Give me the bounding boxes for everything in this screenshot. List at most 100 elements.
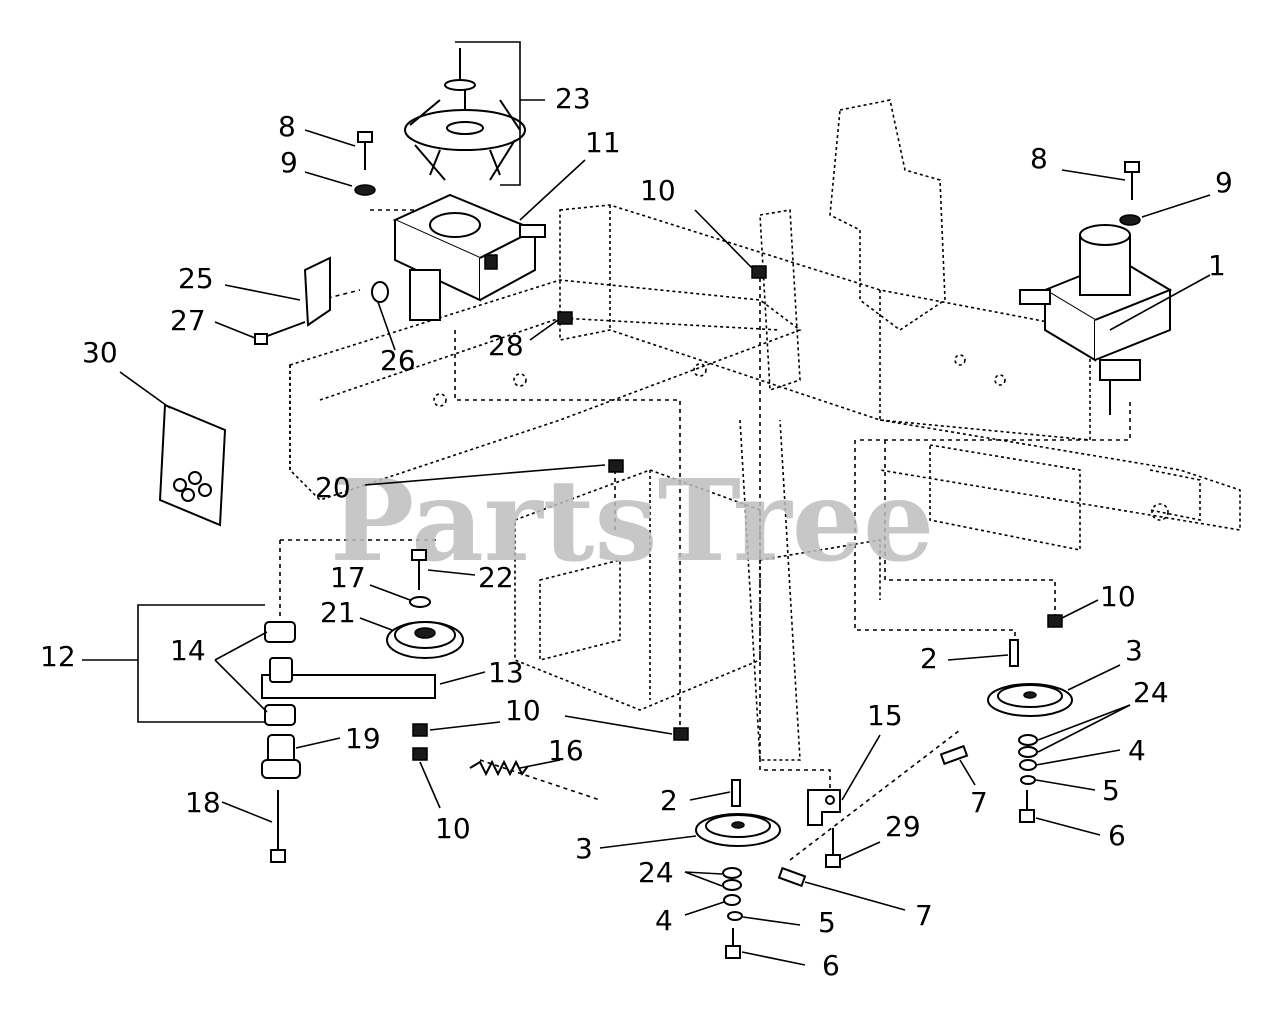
nut-10-right [1047, 614, 1063, 628]
leader-3a [599, 835, 697, 849]
leader-20 [364, 464, 606, 486]
leader-5b [1035, 779, 1096, 791]
washer-17 [409, 596, 431, 608]
callout-17: 17 [330, 561, 366, 594]
callout-11: 11 [585, 126, 621, 159]
leader-8a [304, 129, 356, 147]
washer-5-right [1020, 775, 1036, 785]
washers-24-right [1018, 734, 1038, 758]
pulley-3-center [695, 813, 781, 847]
callout-10-top: 10 [640, 174, 676, 207]
assembly-lines [279, 209, 1131, 861]
nut-10-top [751, 265, 767, 279]
callout-18: 18 [185, 786, 221, 819]
callout-3-center: 3 [575, 832, 593, 865]
washer-4-center [723, 894, 741, 906]
bolt-27 [254, 321, 306, 345]
bolt-6-center [725, 928, 741, 959]
leader-1 [1109, 274, 1211, 331]
leader-25 [224, 284, 301, 301]
key-2-right [1009, 639, 1019, 667]
right-transmission-part [1019, 224, 1173, 415]
leader-13 [439, 671, 486, 685]
callout-27: 27 [170, 304, 206, 337]
callout-25: 25 [178, 262, 214, 295]
key-2-center [731, 779, 741, 807]
leader-5a [742, 916, 801, 926]
decal-30 [158, 403, 227, 527]
leader-10e [1061, 599, 1099, 619]
callout-5-right: 5 [1102, 774, 1120, 807]
callout-30: 30 [82, 336, 118, 369]
callout-8-right: 8 [1030, 142, 1048, 175]
leader-10b [429, 721, 501, 731]
leader-16 [519, 759, 561, 769]
bolt-22 [411, 549, 427, 590]
callout-15: 15 [867, 699, 903, 732]
callout-7-center: 7 [915, 899, 933, 932]
leader-10d [564, 715, 673, 735]
right-bolt-8 [1124, 161, 1140, 200]
callout-10-arm: 10 [505, 694, 541, 727]
callout-9-right: 9 [1215, 166, 1233, 199]
callout-2-right: 2 [920, 642, 938, 675]
callout-10-right: 10 [1100, 580, 1136, 613]
leader-24b2 [1037, 704, 1131, 753]
leader-27 [214, 321, 256, 339]
callout-13: 13 [488, 656, 524, 689]
leader-15 [841, 734, 881, 801]
callout-2-center: 2 [660, 784, 678, 817]
callout-5-center: 5 [818, 906, 836, 939]
callout-3-right: 3 [1125, 634, 1143, 667]
leader-22 [427, 569, 476, 576]
callout-1: 1 [1208, 249, 1226, 282]
leader-3b [1067, 664, 1121, 691]
washers-24-center [722, 867, 742, 891]
bushings-14 [264, 621, 296, 726]
set-screw-7-right [939, 744, 969, 766]
right-washer-9 [1119, 214, 1141, 226]
leader-9b [1141, 194, 1211, 218]
leader-24a [684, 871, 723, 875]
idler-arm-13 [261, 657, 436, 699]
leader-29 [839, 841, 881, 861]
callout-10-lower: 10 [435, 812, 471, 845]
leader-8b [1061, 169, 1126, 181]
leader-24a2 [684, 871, 723, 887]
callout-8-left: 8 [278, 110, 296, 143]
left-transmission-part [392, 193, 546, 321]
pulley-3-right [987, 683, 1073, 717]
callout-23: 23 [555, 82, 591, 115]
left-washer-9 [354, 184, 376, 196]
callout-20: 20 [315, 471, 351, 504]
callout-24-right: 24 [1133, 676, 1169, 709]
leader-17 [369, 584, 411, 601]
leader-7b [959, 759, 976, 786]
fan-bracket [455, 41, 521, 186]
leader-24b [1037, 704, 1131, 741]
bolt-29 [825, 828, 841, 868]
callout-29: 29 [885, 810, 921, 843]
leader-2b [947, 654, 1009, 661]
bracket-25 [303, 256, 331, 327]
spring-16 [469, 759, 529, 777]
nut-20 [608, 459, 624, 473]
callout-26: 26 [380, 344, 416, 377]
callout-7-right: 7 [970, 786, 988, 819]
spacer-26 [371, 281, 389, 303]
callout-28: 28 [488, 329, 524, 362]
idler-pulley-21 [386, 621, 464, 659]
nut-10-arm [412, 723, 428, 737]
leader-30 [119, 371, 171, 409]
leader-6a [741, 951, 806, 966]
watermark-text: PartsTree [330, 456, 934, 587]
bracket-12 [137, 604, 265, 723]
callout-4-right: 4 [1128, 734, 1146, 767]
callout-9-left: 9 [280, 146, 298, 179]
callout-14: 14 [170, 634, 206, 667]
bolt-18 [270, 790, 286, 863]
callout-22: 22 [478, 561, 514, 594]
chassis-frame [289, 99, 1241, 761]
